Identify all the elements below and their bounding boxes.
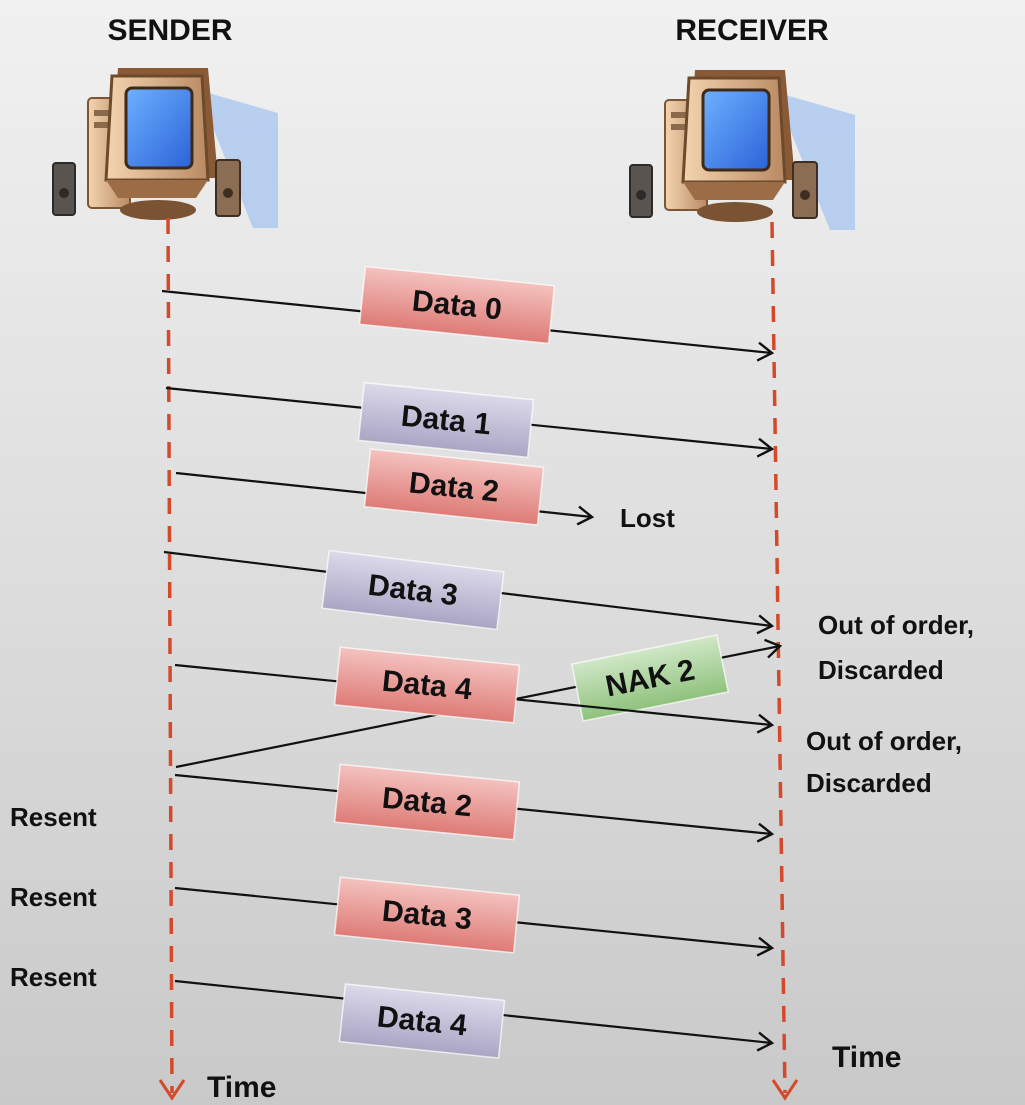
message-7: Data 3 — [174, 876, 775, 959]
packet-box: Data 2 — [363, 448, 545, 526]
message-1: Data 1 — [165, 381, 775, 460]
packet-box-bg — [363, 448, 545, 526]
sender-timeline — [166, 217, 174, 1094]
out-of-order-note-1-line1: Out of order, — [818, 610, 974, 640]
message-5: Data 4 — [174, 646, 775, 736]
message-3: Data 3 — [163, 549, 775, 637]
out-of-order-note-1-line2: Discarded — [818, 655, 944, 685]
receiver-computer-icon — [628, 68, 857, 232]
resent-label-2: Resent — [10, 882, 97, 912]
sender-computer-icon — [51, 66, 280, 230]
out-of-order-note-2-line1: Out of order, — [806, 726, 962, 756]
receiver-timeline — [770, 221, 787, 1094]
sender-time-label: Time — [207, 1071, 276, 1104]
packet-box: Data 3 — [333, 876, 521, 954]
packet-box: Data 0 — [358, 265, 556, 345]
message-0: Data 0 — [161, 265, 775, 364]
receiver-time-label: Time — [832, 1041, 901, 1074]
message-2: Data 2 — [175, 448, 595, 528]
packet-box-bg — [333, 646, 521, 724]
receiver-time-arrow-icon — [771, 1079, 799, 1101]
out-of-order-note-2-line2: Discarded — [806, 768, 932, 798]
message-8: Data 4 — [174, 979, 775, 1059]
sender-label: SENDER — [107, 14, 232, 47]
message-6: Data 2 — [174, 763, 775, 845]
packet-box-bg — [321, 549, 505, 631]
packet-box: Data 3 — [321, 549, 505, 631]
lost-label: Lost — [620, 503, 675, 533]
resent-label-1: Resent — [10, 802, 97, 832]
receiver-label: RECEIVER — [675, 14, 829, 47]
packet-box: Data 4 — [338, 983, 506, 1059]
packet-box-bg — [338, 983, 506, 1059]
resent-label-3: Resent — [10, 962, 97, 992]
packet-box-bg — [358, 265, 556, 345]
packet-box: Data 4 — [333, 646, 521, 724]
sender-time-arrow-icon — [158, 1079, 186, 1101]
packet-box: Data 1 — [357, 381, 535, 459]
packet-box-bg — [333, 763, 521, 841]
packet-box-bg — [333, 876, 521, 954]
packet-box: Data 2 — [333, 763, 521, 841]
packet-box-bg — [357, 381, 535, 459]
packet-box-bg — [570, 634, 730, 722]
packet-box: NAK 2 — [570, 634, 730, 722]
